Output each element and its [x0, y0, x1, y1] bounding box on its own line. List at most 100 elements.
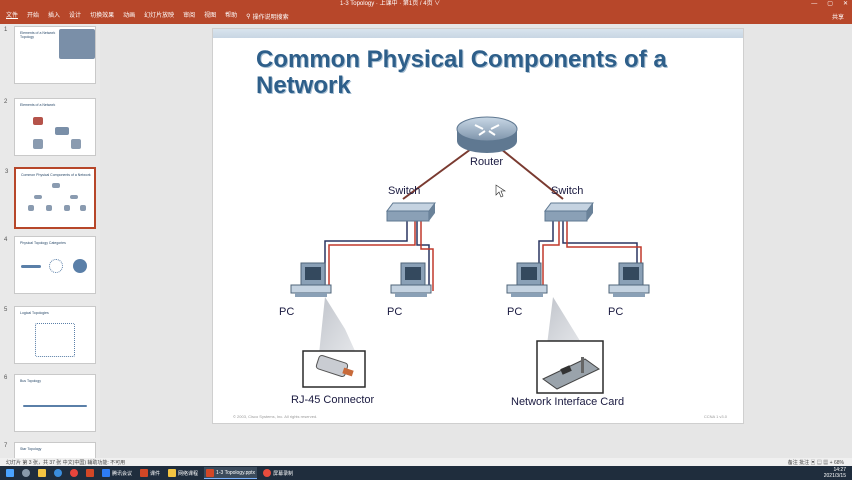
- switch-label-left: Switch: [388, 185, 420, 197]
- recorder-icon: [263, 469, 272, 477]
- slide-counter: 幻灯片 第 3 张，共 37 张 中文(中国) 辅助功能: 不可用: [6, 460, 126, 466]
- thumbnail-image: [70, 195, 78, 199]
- maximize-button[interactable]: ▢: [827, 1, 833, 7]
- taskbar-meeting[interactable]: 腾讯会议: [100, 467, 134, 479]
- taskbar-label: 课件: [150, 470, 161, 477]
- thumbnail-image: [33, 139, 43, 149]
- taskbar-folder[interactable]: 网络课程: [166, 467, 200, 479]
- tab-slideshow[interactable]: 幻灯片放映: [144, 13, 175, 19]
- thumbnail-number: 4: [4, 237, 8, 243]
- taskbar-label: 网络课程: [178, 470, 199, 477]
- meeting-icon: [102, 469, 110, 477]
- thumbnail-image: [59, 29, 95, 59]
- title-bar: 1-3 Topology · 上课中 · 第1页 / 4页 ∨ — ▢ ✕: [0, 0, 852, 9]
- tab-review[interactable]: 审阅: [183, 13, 196, 19]
- slide-thumbnail-7[interactable]: 7 Star Topology: [4, 442, 96, 458]
- tab-help[interactable]: 帮助: [225, 13, 238, 19]
- tab-insert[interactable]: 插入: [48, 13, 61, 19]
- rj45-connector-image: [302, 350, 366, 388]
- cable-switch-pc2-b: [420, 219, 434, 291]
- thumbnail-image: [64, 205, 70, 211]
- thumbnail-number: 7: [4, 443, 8, 449]
- taskbar-label: 屏幕录制: [273, 470, 294, 477]
- wps-icon: [86, 469, 94, 477]
- pc-label-1: PC: [279, 306, 294, 318]
- cable-router-right-switch: [500, 148, 564, 200]
- share-button[interactable]: 共享: [831, 15, 844, 21]
- ppt-icon: [140, 469, 149, 477]
- current-slide[interactable]: Common Physical Components of a Network: [212, 28, 744, 424]
- cable-router-left-switch: [402, 148, 472, 200]
- pc-label-4: PC: [608, 306, 623, 318]
- tab-home[interactable]: 开始: [27, 13, 40, 19]
- cable-switch-pc1-b: [328, 219, 416, 291]
- browser-icon: [54, 469, 62, 477]
- thumbnail-title: Physical Topology Categories: [20, 241, 66, 245]
- tab-transitions[interactable]: 切换效果: [90, 13, 115, 19]
- thumbnail-title: Logical Topologies: [20, 311, 49, 315]
- taskbar-search[interactable]: [20, 467, 32, 479]
- thumbnail-image: [28, 205, 34, 211]
- thumbnail-image: [46, 205, 52, 211]
- ppt-icon: [206, 468, 215, 477]
- taskbar-start[interactable]: [4, 467, 16, 479]
- taskbar-label: 1-3 Topology.pptx: [216, 469, 256, 476]
- cable-switch-pc1: [324, 219, 408, 291]
- tab-animations[interactable]: 动画: [123, 13, 136, 19]
- pc-icon: [506, 262, 548, 297]
- window-controls: — ▢ ✕: [811, 0, 848, 9]
- close-button[interactable]: ✕: [842, 1, 848, 7]
- thumbnail-image: [55, 127, 69, 135]
- network-cables: [324, 148, 642, 291]
- clock-date: 2021/3/15: [823, 473, 846, 479]
- view-zoom-controls[interactable]: 备注 批注 ▣ ▤ ▦ + 68%: [787, 460, 844, 466]
- tab-view[interactable]: 视图: [204, 13, 217, 19]
- taskbar-label: 腾讯会议: [112, 470, 133, 477]
- slide-header-band: [213, 29, 743, 38]
- minimize-button[interactable]: —: [811, 1, 818, 7]
- router-icon: [456, 116, 518, 153]
- windows-taskbar: 腾讯会议 课件 网络课程 1-3 Topology.pptx 屏幕录制 14:2…: [0, 466, 852, 480]
- pc-icon: [290, 262, 332, 297]
- thumbnail-number: 2: [4, 99, 8, 105]
- slide-thumbnail-6[interactable]: 6 Bus Topology: [4, 374, 96, 432]
- slide-thumbnail-5[interactable]: 5 Logical Topologies: [4, 306, 96, 364]
- clock-time: 14:27: [833, 467, 846, 473]
- taskbar-explorer[interactable]: [36, 467, 48, 479]
- taskbar-recorder[interactable]: 屏幕录制: [261, 467, 295, 479]
- tab-file[interactable]: 文件: [6, 13, 19, 19]
- slide-thumbnail-2[interactable]: 2 Elements of a Network: [4, 98, 96, 156]
- tab-design[interactable]: 设计: [69, 13, 82, 19]
- taskbar-browser[interactable]: [52, 467, 64, 479]
- thumbnail-image: [21, 265, 41, 268]
- thumbnail-image: [73, 259, 87, 273]
- slide-thumbnail-4[interactable]: 4 Physical Topology Categories: [4, 236, 96, 294]
- slide-title[interactable]: Common Physical Components of a Network: [256, 46, 667, 99]
- slide-thumbnail-pane[interactable]: 1 Elements of a Network Topology 2 Eleme…: [0, 24, 100, 458]
- slide-editing-area[interactable]: Common Physical Components of a Network: [100, 24, 852, 458]
- search-label: 操作说明搜索: [252, 15, 289, 21]
- network-diagram: Router Switch Switch: [279, 116, 650, 408]
- folder-icon: [168, 469, 177, 477]
- thumbnail-number: 5: [4, 307, 8, 313]
- switch-icon-right: [544, 202, 594, 222]
- nic-image: [536, 340, 604, 394]
- switch-label-right: Switch: [551, 185, 583, 197]
- taskbar-courseware[interactable]: 课件: [138, 467, 162, 479]
- slide-thumbnail-1[interactable]: 1 Elements of a Network Topology: [4, 26, 96, 84]
- ribbon-tabs: 文件 开始 插入 设计 切换效果 动画 幻灯片放映 审阅 视图 帮助 ⚲ 操作说…: [0, 9, 852, 24]
- slide-thumbnail-3[interactable]: 3 Common Physical Components of a Networ…: [5, 167, 96, 229]
- thumbnail-number: 3: [5, 169, 9, 175]
- taskbar-chrome[interactable]: [68, 467, 80, 479]
- mouse-cursor-icon: [495, 184, 506, 198]
- system-tray-clock[interactable]: 14:27 2021/3/15: [824, 467, 846, 479]
- rj45-connector-label: RJ-45 Connector: [291, 394, 374, 406]
- taskbar-wps[interactable]: [84, 467, 96, 479]
- thumbnail-image: [52, 183, 60, 188]
- tell-me-search[interactable]: ⚲ 操作说明搜索: [246, 12, 288, 21]
- taskbar-powerpoint[interactable]: 1-3 Topology.pptx: [204, 467, 258, 479]
- slide-footer-course: CCNA 1 v3.0: [703, 414, 727, 419]
- thumbnail-image: [71, 139, 81, 149]
- thumbnail-image: [33, 117, 43, 125]
- document-title[interactable]: 1-3 Topology · 上课中 · 第1页 / 4页 ∨: [340, 1, 441, 7]
